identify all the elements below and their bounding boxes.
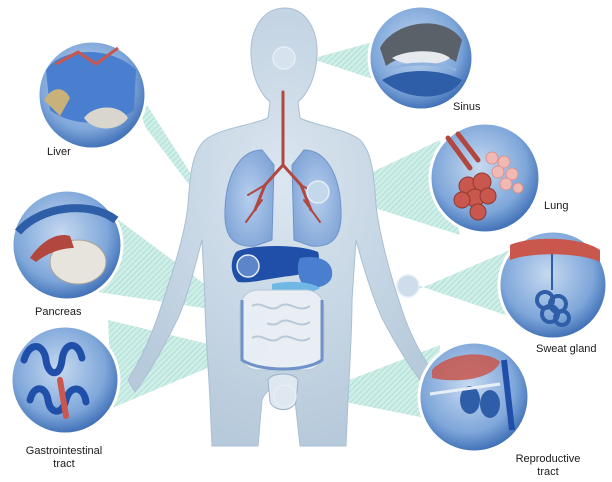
- marker-lung: [306, 180, 330, 204]
- label-pancreas: Pancreas: [35, 306, 82, 318]
- marker-sweat: [396, 274, 420, 298]
- left-lung: [224, 149, 275, 247]
- label-reproductive-tract: Reproductive tract: [510, 453, 586, 479]
- airway: [245, 90, 321, 223]
- beam-sweat: [408, 250, 520, 320]
- label-gastrointestinal-tract: Gastrointestinal tract: [16, 445, 112, 471]
- label-lung: Lung: [544, 200, 569, 212]
- label-sinus: Sinus: [453, 101, 481, 113]
- marker-gastro: [245, 338, 269, 362]
- reproductive-icon: [429, 354, 515, 431]
- marker-sinus: [272, 46, 296, 70]
- callout-sinus: [367, 4, 475, 112]
- label-gastro-line2: tract: [53, 458, 75, 470]
- stomach-shape: [297, 256, 333, 288]
- liver-icon: [44, 46, 136, 129]
- label-reproductive-line1: Reproductive: [515, 453, 581, 465]
- beam-gastro: [108, 320, 258, 408]
- callout-sweat: [497, 229, 609, 341]
- colon: [240, 300, 324, 371]
- pancreas-icon: [14, 204, 119, 285]
- label-sweat-gland: Sweat gland: [536, 343, 597, 355]
- sweat-gland-icon: [510, 238, 600, 327]
- gastrointestinal-icon: [20, 342, 90, 419]
- sinus-icon: [380, 23, 462, 97]
- marker-reproductive: [273, 384, 297, 408]
- beam-reproductive: [285, 345, 440, 420]
- beam-lung: [318, 140, 460, 235]
- label-liver: Liver: [47, 146, 71, 158]
- callout-gastro: [9, 324, 121, 436]
- callout-reproductive: [417, 340, 531, 454]
- marker-liver: [236, 254, 260, 278]
- marker-pancreas: [244, 308, 268, 332]
- callout-liver: [36, 39, 148, 151]
- label-reproductive-line2: tract: [537, 466, 559, 478]
- callout-lung: [428, 121, 542, 235]
- lung-icon: [445, 131, 524, 221]
- label-gastro-line1: Gastrointestinal: [25, 445, 103, 457]
- body-markers: [236, 46, 420, 408]
- callout-pancreas: [10, 188, 124, 302]
- lungs: [224, 90, 342, 247]
